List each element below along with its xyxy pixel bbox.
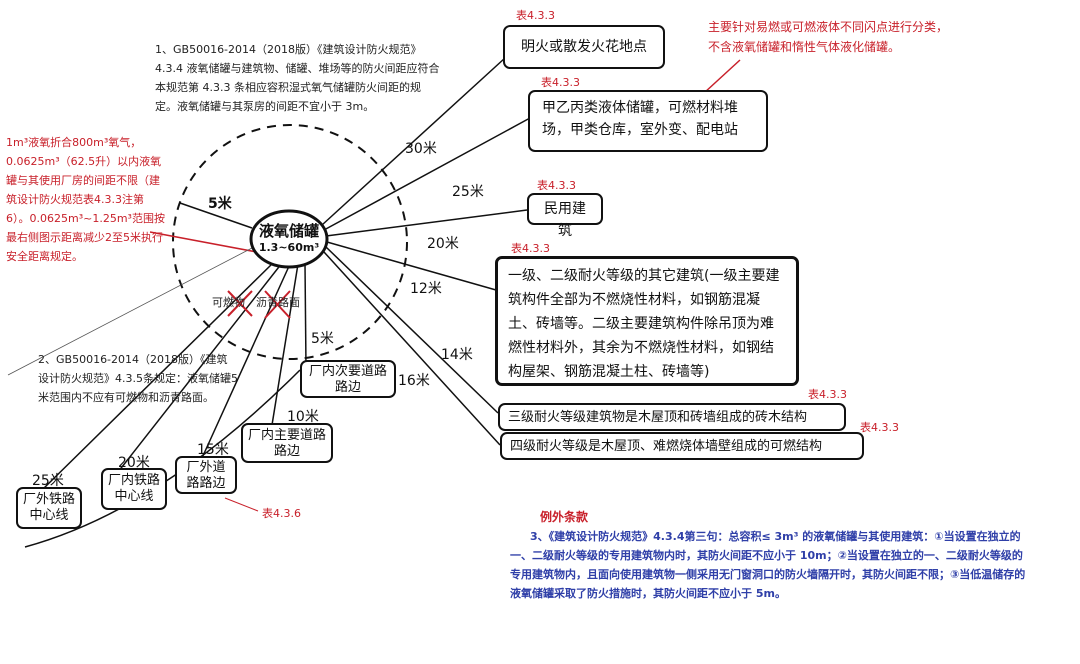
liquid-tank-label: 甲乙丙类液体储罐	[542, 100, 654, 116]
tag-civil: 表4.3.3	[537, 179, 576, 192]
forbidden-asphalt: 沥青路面	[256, 296, 300, 309]
tag-fire: 表4.3.3	[516, 9, 555, 22]
box-outer-road: 厂外道路路边	[175, 456, 237, 494]
center-tank-title: 液氧储罐	[258, 222, 319, 240]
box-outer-rail: 厂外铁路中心线	[16, 487, 82, 529]
tag-liquid: 表4.3.3	[541, 76, 580, 89]
dist-grade12: 12米	[410, 281, 442, 297]
box-grade3: 三级耐火等级建筑物是木屋顶和砖墙组成的砖木结构	[498, 403, 846, 431]
liquid-tank-rest: ，可燃材料堆场，甲类仓库，室外变、配电站	[542, 100, 738, 138]
safety-radius-circle	[172, 124, 408, 360]
thin-guide-line	[7, 247, 253, 376]
note-right-red: 主要针对易燃或可燃液体不同闪点进行分类，不含液氧储罐和惰性气体液化储罐。	[708, 20, 949, 54]
cross-asphalt-b	[264, 290, 291, 319]
tag-grade12: 表4.3.3	[511, 242, 550, 255]
box-grade12: 一级、二级耐火等级的其它建筑(一级主要建筑构件全部为不燃烧性材料，如钢筋混凝土、…	[495, 256, 799, 386]
dist-inner-rail: 20米	[118, 455, 150, 471]
tag-grade3: 表4.3.3	[808, 388, 847, 401]
center-tank-outline	[249, 209, 329, 269]
dist-outer-road: 15米	[197, 442, 229, 458]
center-tank-capacity: 1.3~60m³	[258, 241, 320, 254]
dist-main-road: 10米	[287, 409, 319, 425]
line-to-secondary-road	[304, 263, 307, 369]
dist-secondary-road: 5米	[311, 331, 334, 347]
dist-grade3: 14米	[441, 347, 473, 363]
tag-grade4: 表4.3.3	[860, 421, 899, 434]
radius-label: 5米	[208, 196, 232, 212]
line-to-main-road	[271, 263, 299, 426]
box-liquid-tank: 甲乙丙类液体储罐，可燃材料堆场，甲类仓库，室外变、配电站	[528, 90, 768, 152]
dist-fire: 30米	[405, 141, 437, 157]
exception-body: 3、《建筑设计防火规范》4.3.4第三句：总容积≤ 3m³ 的液氧储罐与其使用建…	[510, 530, 1026, 600]
line-to-liquid-tank	[323, 117, 531, 231]
exception-title: 例外条款	[540, 510, 589, 524]
box-secondary-road: 厂内次要道路路边	[300, 360, 396, 398]
box-fire: 明火或散发火花地点	[503, 25, 665, 69]
line-to-civil	[325, 209, 528, 237]
note-left-red: 1m³液氧折合800m³氧气，0.0625m³（62.5升）以内液氧罐与其使用厂…	[6, 136, 165, 263]
line-to-grade4	[323, 251, 501, 446]
radius-line	[179, 202, 253, 229]
box-main-road: 厂内主要道路路边	[241, 423, 333, 463]
dist-outer-rail: 25米	[32, 473, 64, 489]
box-grade4: 四级耐火等级是木屋顶、难燃烧体墙壁组成的可燃结构	[500, 432, 864, 460]
dist-civil: 20米	[427, 236, 459, 252]
line-to-grade12	[326, 241, 497, 291]
line-to-outer-road	[201, 263, 291, 459]
note-top: 1、GB50016-2014（2018版）《建筑设计防火规范》4.3.4 液氧储…	[155, 43, 440, 113]
red-pointer-436	[224, 497, 259, 512]
box-civil: 民用建筑	[527, 193, 603, 239]
line-to-fire	[321, 57, 506, 226]
dist-grade4: 16米	[398, 373, 430, 389]
center-tank: 液氧储罐 1.3~60m³	[251, 220, 327, 254]
line-to-grade3	[325, 246, 499, 414]
tag-436: 表4.3.6	[262, 507, 301, 520]
note-second: 2、GB50016-2014（2018版）《建筑设计防火规范》4.3.5条规定：…	[38, 353, 238, 404]
forbidden-combustible: 可燃物	[212, 296, 245, 309]
cross-combustible-b	[227, 290, 253, 317]
line-to-inner-rail	[117, 262, 283, 473]
dist-liquid: 25米	[452, 184, 484, 200]
box-inner-rail: 厂内铁路中心线	[101, 468, 167, 510]
